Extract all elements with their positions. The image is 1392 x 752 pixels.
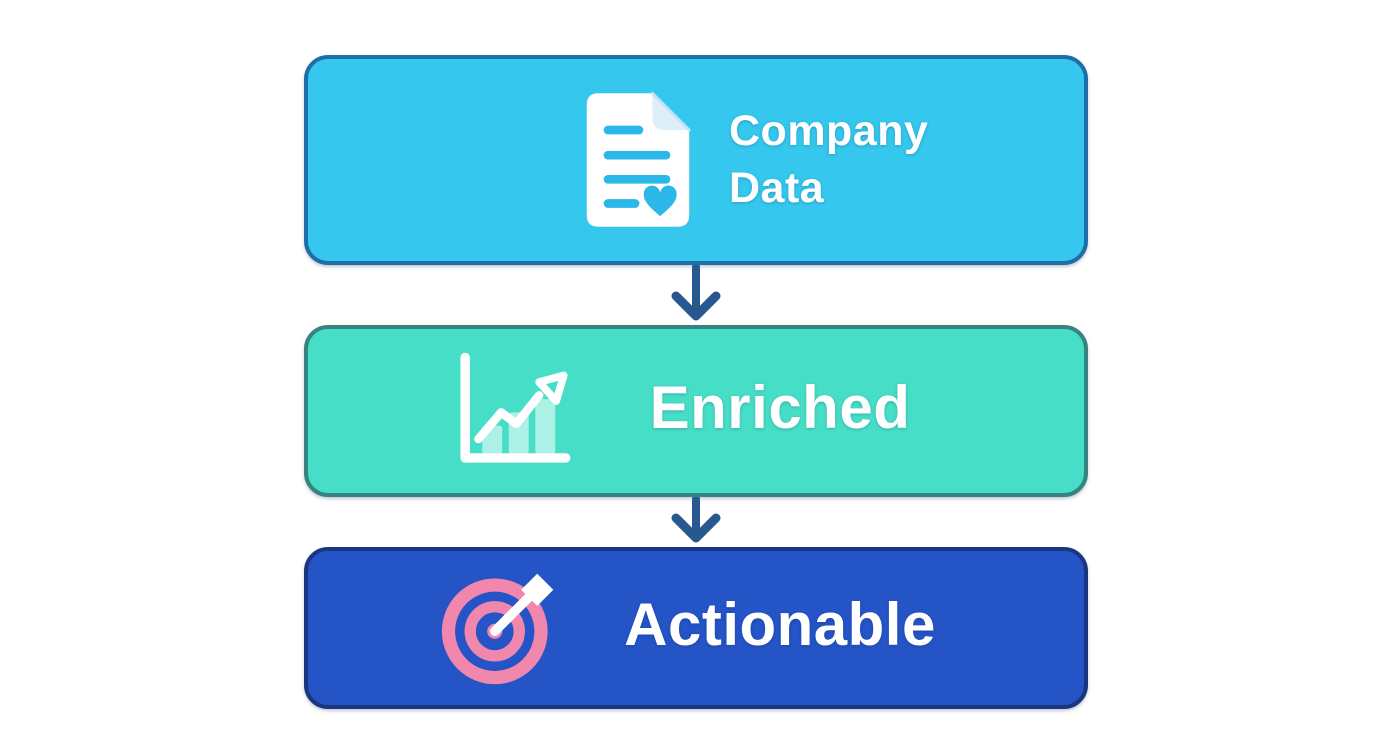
document-heart-icon	[586, 91, 691, 227]
node-company-data: Company Data	[304, 55, 1088, 265]
target-arrow-icon	[442, 573, 554, 685]
growth-chart-icon	[460, 352, 571, 463]
node-actionable-content: Actionable	[440, 569, 936, 687]
arrow-down-icon	[671, 265, 721, 321]
node-enriched: Enriched	[304, 325, 1088, 497]
flow-diagram: Company Data Enri	[304, 55, 1088, 709]
node-enriched-content: Enriched	[450, 351, 911, 471]
node-company-data-content: Company Data	[579, 85, 929, 235]
node-label-enriched: Enriched	[649, 374, 911, 441]
arrow-down-icon	[671, 497, 721, 543]
node-label-company-data: Company Data	[729, 107, 929, 212]
node-label-actionable: Actionable	[624, 591, 936, 658]
node-actionable: Actionable	[304, 547, 1088, 709]
